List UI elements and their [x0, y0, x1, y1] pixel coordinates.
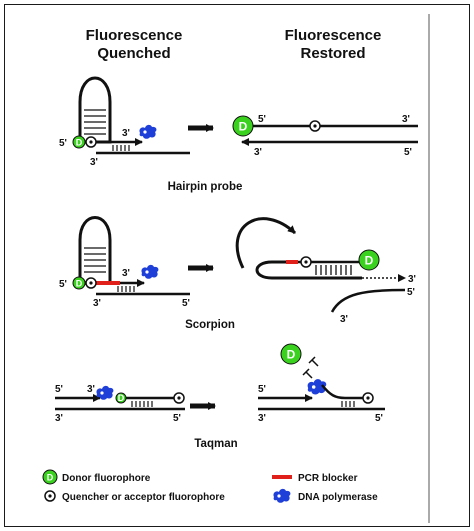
header-restored-line1: Fluorescence — [285, 27, 382, 44]
label-5prime: 5' — [173, 413, 181, 424]
cleavage-marks — [302, 356, 319, 379]
scorpion-loop — [78, 216, 112, 285]
label-5prime: 5' — [59, 279, 67, 290]
label-5prime: 5' — [55, 384, 63, 395]
donor-letter: D — [76, 278, 83, 288]
header-quenched-line1: Fluorescence — [86, 27, 183, 44]
hairpin-quenched: D 5' 3' 3' — [59, 76, 190, 168]
label-3prime: 3' — [93, 298, 101, 309]
displaced-strand — [330, 288, 406, 313]
donor-letter: D — [76, 137, 83, 147]
label-3prime: 3' — [402, 114, 410, 125]
donor-fluorophore-icon — [358, 249, 380, 271]
donor-fluorophore-icon — [280, 343, 302, 365]
taqman-restored: D 5' 3' 5' — [258, 343, 385, 424]
label-3prime: 3' — [122, 128, 130, 139]
caption-scorpion: Scorpion — [185, 319, 235, 331]
label-3prime: 3' — [340, 314, 348, 325]
label-5prime: 5' — [404, 147, 412, 158]
donor-letter: D — [287, 348, 296, 362]
legend-blocker: PCR blocker — [298, 473, 358, 484]
donor-fluorophore-icon — [232, 115, 254, 137]
dna-polymerase-icon — [141, 264, 159, 279]
donor-fluorophore-icon — [72, 135, 86, 149]
label-5prime: 5' — [258, 384, 266, 395]
dna-polymerase-icon — [139, 124, 157, 139]
header-quenched-line2: Quenched — [97, 45, 170, 62]
legend-polymerase: DNA polymerase — [298, 492, 378, 503]
legend-quencher: Quencher or acceptor fluorophore — [62, 492, 225, 503]
label-3prime: 3' — [258, 413, 266, 424]
donor-letter: D — [365, 254, 374, 268]
donor-fluorophore-icon — [42, 469, 58, 485]
scorpion-probe-loop — [255, 260, 362, 280]
legend-donor: Donor fluorophore — [62, 473, 151, 484]
dna-polymerase-icon — [273, 488, 291, 503]
label-5prime: 5' — [375, 413, 383, 424]
header-restored-line2: Restored — [300, 45, 365, 62]
donor-letter: D — [118, 393, 125, 403]
caption-hairpin: Hairpin probe — [168, 181, 243, 193]
scorpion-restored: D 3' 5' 3' — [235, 217, 416, 325]
hairpin-restored: D 5' 3' 3' 5' — [232, 114, 418, 158]
taqman-quenched: D 5' 3' 3' 5' — [55, 384, 185, 424]
label-3prime: 3' — [55, 413, 63, 424]
label-3prime: 3' — [408, 274, 416, 285]
donor-letter: D — [239, 120, 248, 134]
label-5prime: 5' — [182, 298, 190, 309]
fold-back-arc — [235, 217, 297, 269]
donor-letter: D — [47, 473, 54, 483]
caption-taqman: Taqman — [194, 438, 237, 450]
scorpion-quenched: D 5' 3' 3' 5' — [59, 216, 190, 309]
displaced-probe — [321, 384, 364, 400]
label-3prime: 3' — [87, 384, 95, 395]
label-3prime: 3' — [122, 268, 130, 279]
hairpin-loop — [78, 76, 112, 144]
label-5prime: 5' — [59, 138, 67, 149]
donor-fluorophore-icon — [115, 392, 127, 404]
label-5prime: 5' — [258, 114, 266, 125]
label-3prime: 3' — [90, 157, 98, 168]
label-3prime: 3' — [254, 147, 262, 158]
donor-fluorophore-icon — [72, 276, 86, 290]
legend: D Donor fluorophore Quencher or acceptor… — [42, 469, 378, 503]
label-5prime: 5' — [407, 287, 415, 298]
